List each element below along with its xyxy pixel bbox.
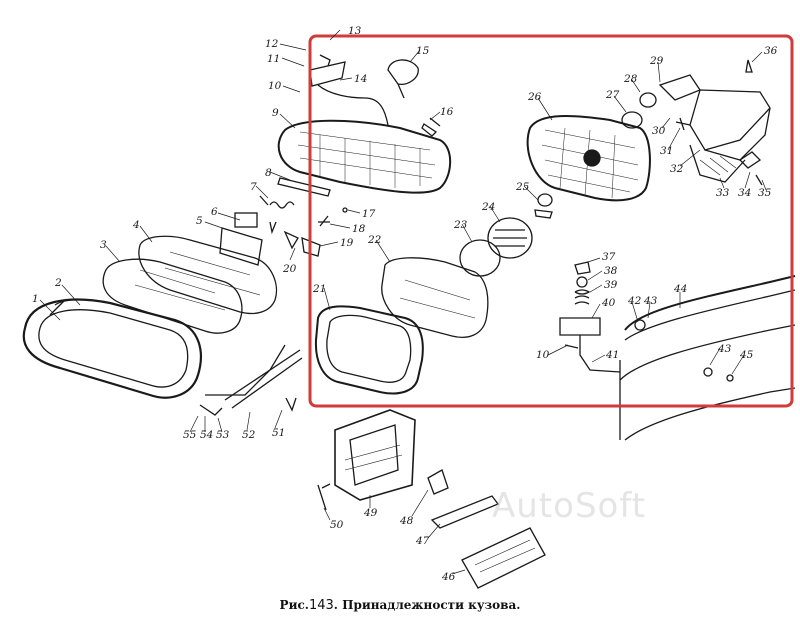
clip [427,469,449,495]
rear-reflector [526,115,651,202]
callout-16: 16 [440,106,454,118]
callout-54: 54 [200,429,213,441]
tray-bracket [430,495,500,529]
ring [459,239,501,277]
callout-32: 32 [670,163,684,175]
callout-49: 49 [363,507,378,519]
callout-38: 38 [604,265,618,277]
callout-35: 35 [758,187,772,199]
callout-20: 20 [282,263,297,275]
lamp-glass [381,257,489,338]
callout-36: 36 [764,45,778,57]
bolt [421,117,441,137]
callout-6: 6 [211,206,218,218]
callout-31: 31 [660,145,673,157]
callout-3: 3 [100,239,107,251]
callout-21: 21 [312,283,326,295]
ashtray [334,409,416,501]
callout-23: 23 [453,219,468,231]
callout-19: 19 [340,237,354,249]
lamp-bulb [534,193,553,219]
callout-50: 50 [330,519,344,531]
highlight-box [308,34,794,408]
figure-caption: Рис.143. Принадлежности кузова. [0,598,800,613]
cable-set [199,344,303,416]
watermark: AutoSoft [492,486,647,526]
callout-43b: 43 [717,343,732,355]
callout-1: 1 [32,293,39,305]
callout-15: 15 [416,45,430,57]
license-lamp [461,527,546,589]
callout-22: 22 [367,234,382,246]
callout-5: 5 [196,215,203,227]
callout-30: 30 [652,125,666,137]
callout-55: 55 [183,429,197,441]
callout-43a: 43 [643,295,658,307]
callout-44: 44 [673,283,687,295]
caption-prefix: Рис. [279,598,309,612]
callout-34: 34 [738,187,751,199]
door-trim [619,275,796,441]
callout-29: 29 [649,55,664,67]
callout-12: 12 [265,38,279,50]
callout-25: 25 [515,181,530,193]
headlamp-rim [22,298,202,399]
strip-plate [277,177,331,197]
callout-8: 8 [265,167,272,179]
callout-48: 48 [399,515,414,527]
callout-51: 51 [272,427,285,439]
callout-13: 13 [348,25,362,37]
callout-10: 10 [268,80,282,92]
callout-42: 42 [627,295,642,307]
callout-47: 47 [415,535,430,547]
callout-17: 17 [362,208,376,220]
callout-39: 39 [604,279,618,291]
callout-28: 28 [623,73,638,85]
callout-45: 45 [739,349,754,361]
callout-11: 11 [267,53,280,65]
callout-40: 40 [601,297,616,309]
callout-4: 4 [132,219,140,231]
reflector [487,217,533,259]
callout-18: 18 [352,223,366,235]
callout-2: 2 [54,277,62,289]
callout-27: 27 [605,89,620,101]
callout-24: 24 [481,201,495,213]
callout-33: 33 [716,187,730,199]
callout-14: 14 [354,73,367,85]
glass-panel [138,235,278,315]
mount-bracket [621,59,771,186]
callout-9: 9 [272,107,279,119]
caption-text: . Принадлежности кузова. [333,598,521,612]
callout-37: 37 [602,251,616,263]
bracket [219,212,277,266]
callout-7: 7 [250,181,257,193]
mirror-housing [277,119,452,194]
small-fasteners [283,207,348,257]
caption-number: 143 [308,598,334,613]
lamp-frame [314,305,424,395]
mirror-mount [309,54,419,126]
pin [317,483,331,511]
callout-10b: 10 [536,349,550,361]
callout-41: 41 [605,349,619,361]
callout-52: 52 [242,429,256,441]
callout-46: 46 [441,571,456,583]
spring [259,195,295,209]
callout-53: 53 [216,429,230,441]
callout-26: 26 [527,91,542,103]
